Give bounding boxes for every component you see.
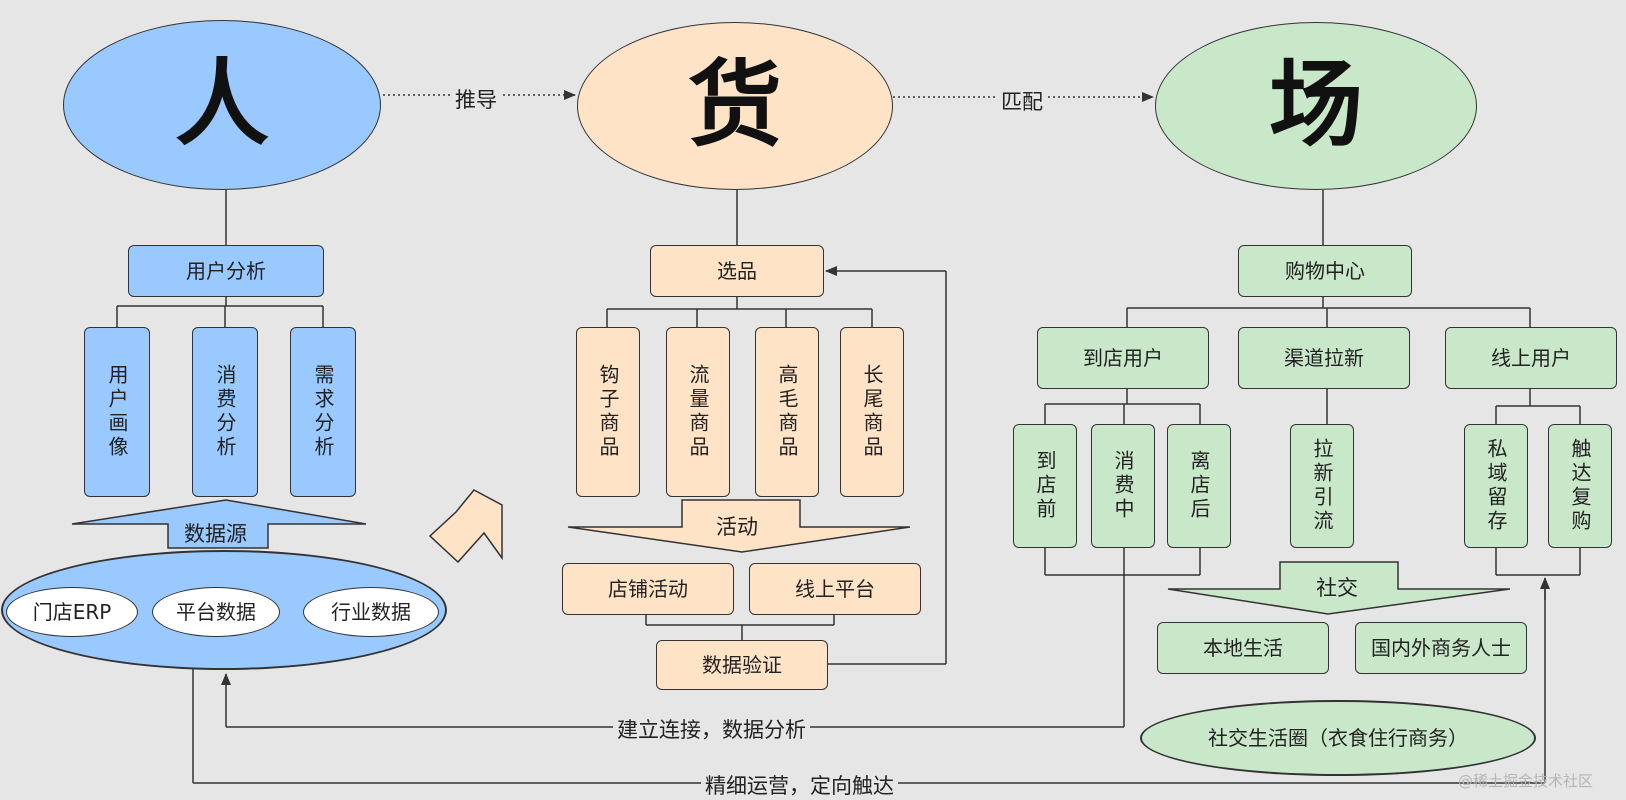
local-life-box: 本地生活 [1157, 622, 1329, 674]
mall-label: 购物中心 [1285, 259, 1365, 283]
long-tail-goods-label: 长尾商品 [860, 364, 884, 460]
after-visit-box: 离店后 [1167, 424, 1231, 548]
private-retention-label: 私域留存 [1484, 438, 1508, 534]
match-label: 匹配 [997, 86, 1047, 116]
hook-goods-label: 钩子商品 [596, 364, 620, 460]
store-activity-box: 店铺活动 [562, 563, 734, 615]
channel-acquisition-label: 渠道拉新 [1284, 346, 1364, 370]
high-margin-goods-label: 高毛商品 [775, 364, 799, 460]
mall-box: 购物中心 [1238, 245, 1412, 297]
activity-arrow [567, 499, 911, 553]
social-circle-ellipse: 社交生活圈（衣食住行商务） [1140, 700, 1536, 776]
people-tree-lines [116, 190, 324, 327]
store-activity-label: 店铺活动 [608, 577, 688, 601]
activity-label: 活动 [716, 515, 758, 539]
goods-tree-lines [606, 190, 947, 665]
select-box: 选品 [650, 245, 824, 297]
people-title: 人 [174, 49, 269, 159]
user-analysis-label: 用户分析 [186, 259, 266, 283]
people-ellipse: 人 [63, 20, 381, 190]
acquisition-traffic-label: 拉新引流 [1310, 438, 1334, 534]
online-platform-label: 线上平台 [795, 577, 875, 601]
goods-ellipse: 货 [577, 22, 893, 190]
online-platform-box: 线上平台 [749, 563, 921, 615]
hollow-diagonal-arrow [428, 489, 503, 564]
in-store-users-box: 到店用户 [1037, 327, 1209, 389]
business-people-box: 国内外商务人士 [1355, 622, 1527, 674]
reach-repurchase-box: 触达复购 [1548, 424, 1612, 548]
social-circle-label: 社交生活圈（衣食住行商务） [1208, 726, 1468, 750]
goods-title: 货 [687, 50, 782, 160]
store-erp-label: 门店ERP [32, 600, 112, 624]
derive-label: 推导 [451, 84, 501, 114]
during-consumption-label: 消费中 [1111, 450, 1135, 522]
platform-data-node: 平台数据 [152, 587, 280, 637]
online-users-box: 线上用户 [1445, 327, 1617, 389]
traffic-goods-label: 流量商品 [686, 364, 710, 460]
user-profile-box: 用户画像 [84, 327, 150, 497]
consumption-analysis-label: 消费分析 [213, 364, 237, 460]
acquisition-traffic-box: 拉新引流 [1290, 424, 1354, 548]
watermark: @稀土掘金技术社区 [1458, 772, 1594, 790]
place-ellipse: 场 [1155, 22, 1477, 190]
industry-data-node: 行业数据 [303, 587, 439, 637]
business-people-label: 国内外商务人士 [1371, 636, 1511, 660]
reach-repurchase-label: 触达复购 [1568, 438, 1592, 534]
platform-data-label: 平台数据 [176, 600, 256, 624]
before-visit-box: 到店前 [1013, 424, 1077, 548]
traffic-goods-box: 流量商品 [666, 327, 730, 497]
place-title: 场 [1268, 50, 1363, 160]
during-consumption-box: 消费中 [1091, 424, 1155, 548]
consumption-analysis-box: 消费分析 [192, 327, 258, 497]
hook-goods-box: 钩子商品 [576, 327, 640, 497]
high-margin-goods-box: 高毛商品 [755, 327, 819, 497]
store-erp-node: 门店ERP [6, 587, 138, 637]
connect-label: 建立连接，数据分析 [613, 714, 810, 744]
data-verify-label: 数据验证 [702, 653, 782, 677]
social-label: 社交 [1316, 576, 1358, 600]
select-label: 选品 [717, 259, 757, 283]
user-profile-label: 用户画像 [105, 364, 129, 460]
user-analysis-box: 用户分析 [128, 245, 324, 297]
channel-acquisition-box: 渠道拉新 [1238, 327, 1410, 389]
industry-data-label: 行业数据 [331, 600, 411, 624]
in-store-users-label: 到店用户 [1083, 346, 1163, 370]
operate-label: 精细运营，定向触达 [701, 770, 898, 800]
private-retention-box: 私域留存 [1464, 424, 1528, 548]
data-verify-box: 数据验证 [656, 640, 828, 690]
local-life-label: 本地生活 [1203, 636, 1283, 660]
social-arrow [1167, 561, 1511, 615]
demand-analysis-box: 需求分析 [290, 327, 356, 497]
data-source-arrow [71, 499, 367, 549]
data-source-label: 数据源 [184, 522, 247, 546]
after-visit-label: 离店后 [1187, 450, 1211, 522]
online-users-label: 线上用户 [1491, 346, 1571, 370]
demand-analysis-label: 需求分析 [311, 364, 335, 460]
before-visit-label: 到店前 [1033, 450, 1057, 522]
long-tail-goods-box: 长尾商品 [840, 327, 904, 497]
